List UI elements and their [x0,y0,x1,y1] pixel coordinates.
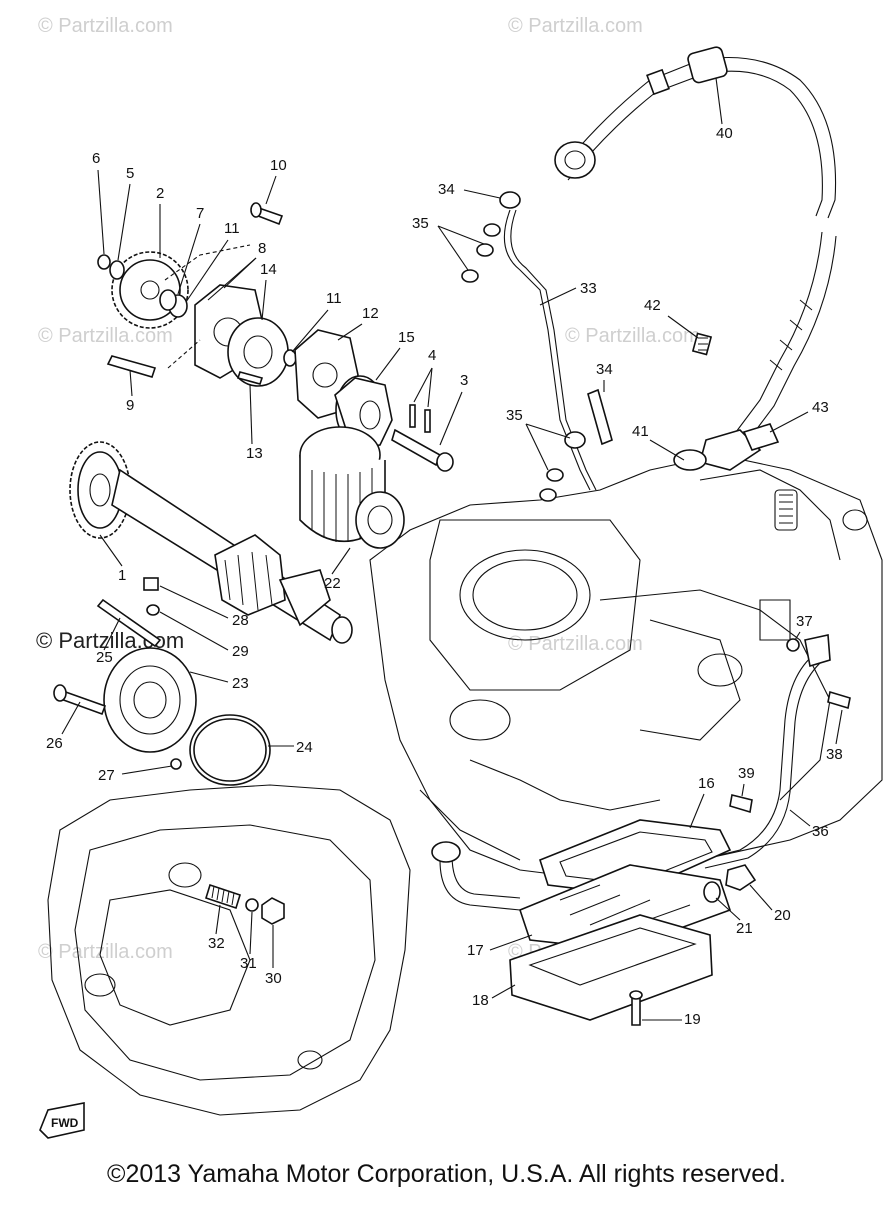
callout-36: 36 [812,823,829,840]
callout-17: 17 [467,942,484,959]
copyright-notice: ©2013 Yamaha Motor Corporation, U.S.A. A… [107,1160,786,1188]
callout-2: 2 [156,185,164,202]
watermark: © Partzilla.com [38,15,173,37]
callout-16: 16 [698,775,715,792]
callout-32: 32 [208,935,225,952]
callout-11b: 11 [326,290,342,307]
callout-35: 35 [412,215,429,232]
callout-3: 3 [460,372,468,389]
callout-40: 40 [716,125,733,142]
callout-27: 27 [98,767,115,784]
callout-43: 43 [812,399,829,416]
oil-hose [554,46,837,471]
callout-38: 38 [826,746,843,763]
gear-shaft [69,441,353,644]
callout-41: 41 [632,423,649,440]
callout-37: 37 [796,613,813,630]
callout-9: 9 [126,397,134,414]
callout-14: 14 [260,261,277,278]
callout-23: 23 [232,675,249,692]
callout-28: 28 [232,612,249,629]
callout-6: 6 [92,150,100,167]
callout-30: 30 [265,970,282,987]
relief-valve-parts [205,883,285,925]
callout-4: 4 [428,347,436,364]
callout-10: 10 [270,157,287,174]
callout-20: 20 [774,907,791,924]
callout-35b: 35 [506,407,523,424]
callout-24: 24 [296,739,313,756]
callout-5: 5 [126,165,134,182]
oil-pipe [461,191,613,502]
filter-cover [53,577,271,786]
callout-12: 12 [362,305,379,322]
callout-1: 1 [118,567,126,584]
callout-34: 34 [438,181,455,198]
callout-19: 19 [684,1011,701,1028]
fwd-label: FWD [51,1116,79,1130]
callout-18: 18 [472,992,489,1009]
watermark: © Partzilla.com [565,325,700,347]
callout-34b: 34 [596,361,613,378]
callout-22: 22 [324,575,341,592]
callout-26: 26 [46,735,63,752]
fwd-arrow: FWD [39,1102,85,1139]
callout-29: 29 [232,643,249,660]
strainer-assembly [431,634,851,1026]
callout-31: 31 [240,955,257,972]
crankcase [369,454,883,881]
side-cover [47,784,411,1116]
watermark: © Partzilla.com [508,633,643,655]
watermark: © Partzilla.com [508,15,643,37]
callout-25: 25 [96,649,113,666]
callout-8: 8 [258,240,266,257]
oil-filter [299,426,405,549]
watermark: © Partzilla.com [38,325,173,347]
callout-7: 7 [196,205,204,222]
callout-33: 33 [580,280,597,297]
callout-11: 11 [224,220,240,237]
watermark: © Partzilla.com [38,941,173,963]
callout-21: 21 [736,920,753,937]
callout-39: 39 [738,765,755,782]
callout-42: 42 [644,297,661,314]
callouts: 1 2 3 4 5 6 7 8 9 10 11 11 12 13 14 15 1… [46,77,843,1028]
callout-15: 15 [398,329,415,346]
callout-13: 13 [246,445,263,462]
oil-pump-assembly [97,202,454,472]
